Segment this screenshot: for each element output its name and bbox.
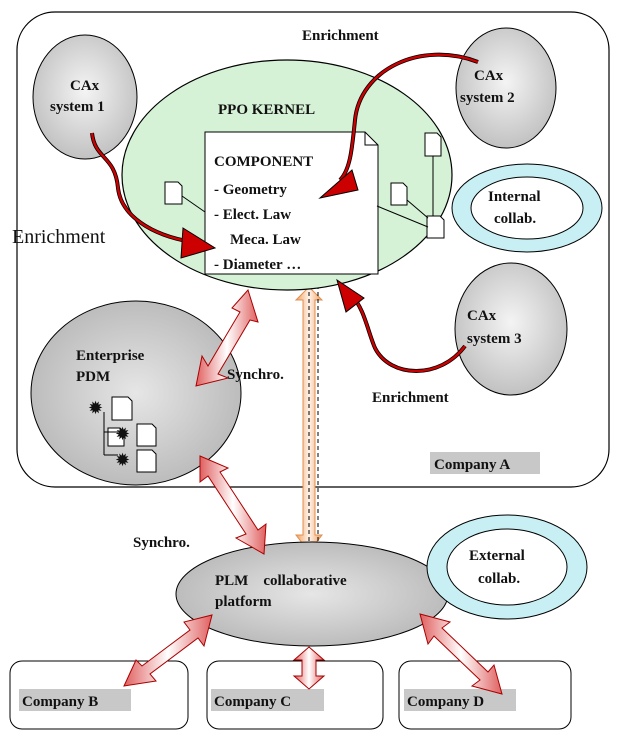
cax-1-line1: CAx — [70, 78, 100, 94]
enrichment-label-top: Enrichment — [302, 28, 379, 44]
gear-icon: ✹ — [115, 450, 130, 471]
plm-company-d-arrow — [419, 613, 503, 695]
company-a-label: Company A — [434, 457, 510, 473]
component-line: - Geometry — [214, 182, 287, 198]
plm-company-b-arrow — [123, 614, 213, 687]
plm-line1: PLM collaborative — [215, 573, 347, 589]
pdm-tree-icon: ✹ ✹ ✹ — [88, 396, 157, 473]
enrichment-arrow-cax2 — [318, 52, 479, 199]
company-b-label: Company B — [22, 694, 98, 710]
company-c-box: Company C — [206, 660, 384, 730]
kernel-doc-icons — [164, 132, 445, 239]
company-d-label: Company D — [407, 694, 484, 710]
plm-line2: platform — [215, 594, 272, 610]
pdm-line2: PDM — [76, 369, 110, 385]
component-line: - Diameter … — [214, 257, 301, 273]
cax-system-3: CAx system 3 — [454, 262, 568, 396]
gear-icon: ✹ — [88, 398, 103, 419]
cax-2-line2: system 2 — [460, 90, 515, 106]
company-a-label-bg — [430, 452, 540, 474]
synchro-label-lower: Synchro. — [133, 535, 190, 551]
cax-system-1: CAx system 1 — [32, 34, 138, 160]
internal-collab: Internal collab. — [451, 163, 603, 253]
synchro-arrow-kernel-pdm — [195, 289, 259, 387]
cax-system-2: CAx system 2 — [455, 27, 557, 149]
enrichment-arrow-cax1 — [90, 132, 217, 259]
synchro-label-upper: Synchro. — [227, 367, 284, 383]
component-line: Meca. Law — [230, 232, 301, 248]
component-sheet: COMPONENT - Geometry - Elect. Law Meca. … — [204, 131, 379, 275]
synchro-arrow-pdm-plm — [199, 455, 267, 555]
pdm-line1: Enterprise — [76, 348, 145, 364]
cax-2-line1: CAx — [474, 68, 504, 84]
enrichment-arrow-cax3 — [336, 278, 467, 373]
company-d-box: Company D — [398, 660, 572, 730]
enrichment-label-left: Enrichment — [12, 226, 106, 248]
cax-3-line1: CAx — [467, 308, 497, 324]
plm-platform: PLM collaborative platform — [175, 541, 449, 647]
enrichment-label-bottom: Enrichment — [372, 390, 449, 406]
gear-icon: ✹ — [115, 424, 130, 445]
internal-line2: collab. — [494, 211, 536, 227]
component-line: COMPONENT — [214, 154, 313, 170]
plm-company-c-arrow — [292, 646, 326, 690]
external-collab: External collab. — [426, 514, 588, 620]
external-line2: collab. — [478, 571, 520, 587]
ppo-kernel-title: PPO KERNEL — [218, 102, 315, 118]
company-b-box: Company B — [9, 660, 189, 730]
cax-3-line2: system 3 — [467, 331, 522, 347]
internal-line1: Internal — [488, 189, 541, 205]
external-line1: External — [469, 548, 525, 564]
enterprise-pdm: Enterprise PDM ✹ ✹ ✹ — [30, 300, 242, 486]
component-line: - Elect. Law — [214, 207, 291, 223]
cax-1-line2: system 1 — [50, 99, 105, 115]
company-c-label: Company C — [214, 694, 291, 710]
